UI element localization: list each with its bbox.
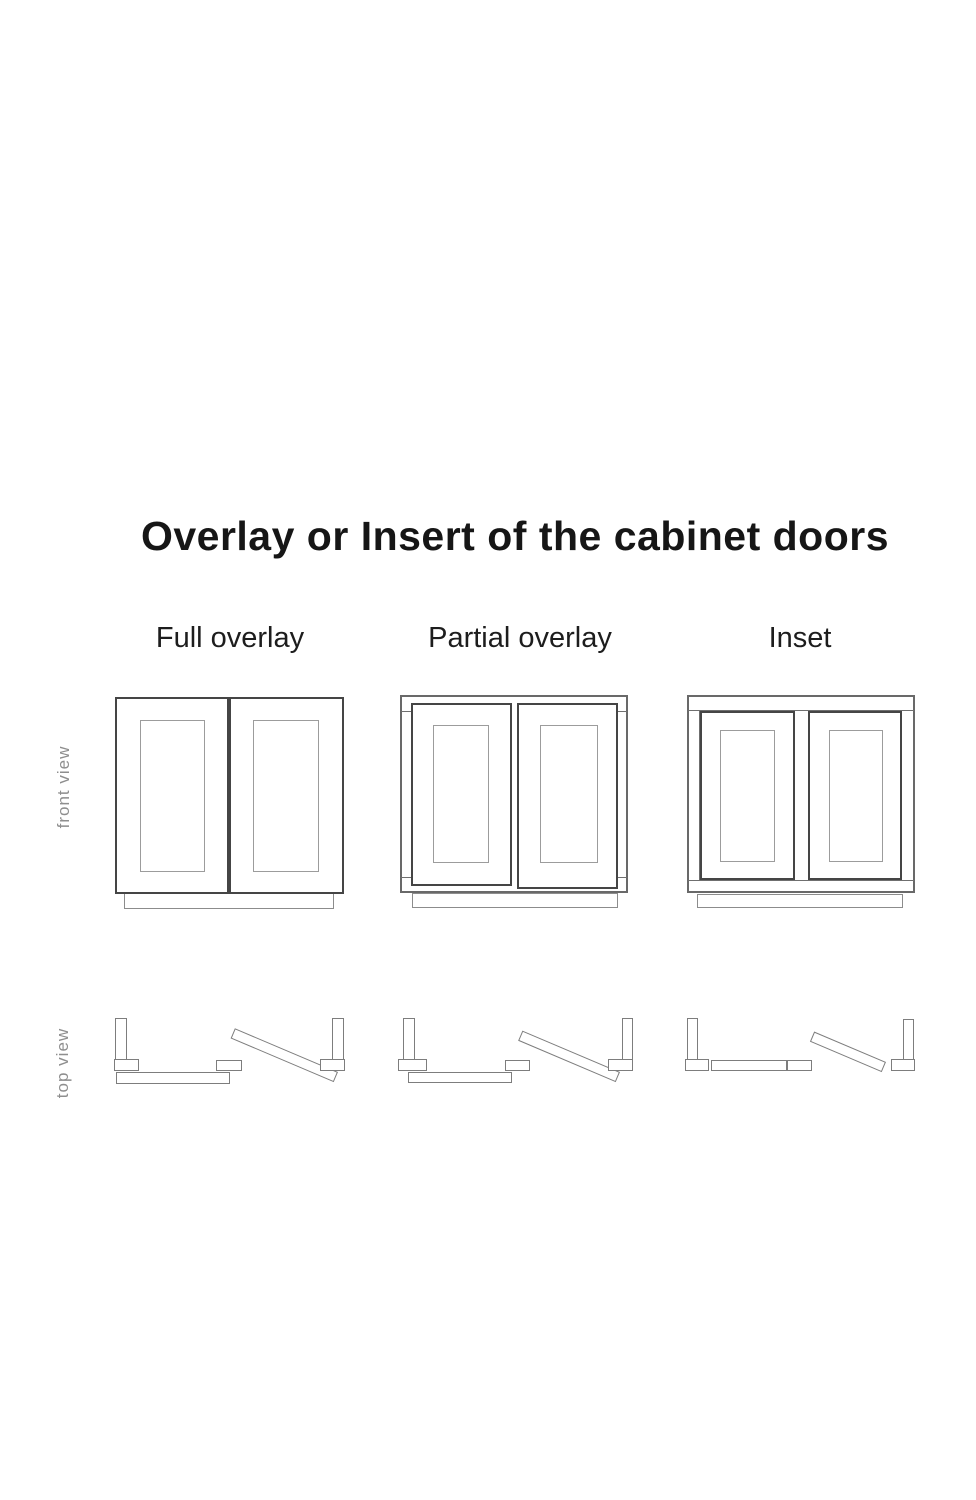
column-label-full-overlay: Full overlay [155, 622, 305, 654]
full-overlay-top-center-frame-stile [216, 1060, 242, 1071]
inset-top-closed-door [711, 1060, 787, 1071]
full-overlay-top-left-frame-stile [114, 1059, 139, 1071]
partial-overlay-top-left-frame-stile [398, 1059, 427, 1071]
full-overlay-left-door-panel [140, 720, 205, 872]
inset-top-right-side-wall [903, 1019, 914, 1061]
full-overlay-top-closed-door [116, 1072, 230, 1084]
inset-top-left-frame-stile [685, 1059, 709, 1071]
inset-right-door-panel [829, 730, 883, 862]
inset-top-open-door [809, 1031, 886, 1073]
partial-overlay-right-door-panel [540, 725, 598, 863]
inset-cabinet-base [697, 894, 903, 908]
inset-frame-left-stile-line [699, 711, 700, 880]
column-label-partial-overlay: Partial overlay [428, 622, 612, 654]
partial-overlay-frame-joint-top-left [401, 711, 412, 712]
inset-frame-bottom-rail-line [688, 880, 914, 881]
full-overlay-top-right-frame-stile [320, 1059, 345, 1071]
partial-overlay-top-closed-door [408, 1072, 512, 1083]
partial-overlay-left-door-panel [433, 725, 489, 863]
partial-overlay-top-right-frame-stile [608, 1059, 633, 1071]
full-overlay-top-open-door [230, 1028, 338, 1083]
partial-overlay-frame-joint-bottom-left [401, 877, 412, 878]
full-overlay-top-left-side-wall [115, 1018, 127, 1062]
partial-overlay-top-right-side-wall [622, 1018, 633, 1061]
full-overlay-top-right-side-wall [332, 1018, 344, 1061]
column-label-inset: Inset [768, 622, 832, 654]
inset-frame-top-rail-line [688, 710, 914, 711]
partial-overlay-frame-joint-top-right [617, 711, 627, 712]
partial-overlay-frame-joint-bottom-right [617, 877, 627, 878]
inset-left-door-panel [720, 730, 775, 862]
inset-top-center-frame-stile [787, 1060, 812, 1071]
full-overlay-right-door-panel [253, 720, 319, 872]
partial-overlay-top-left-side-wall [403, 1018, 415, 1062]
page-title: Overlay or Insert of the cabinet doors [140, 513, 890, 560]
partial-overlay-top-center-frame-stile [505, 1060, 530, 1071]
inset-top-right-frame-stile [891, 1059, 915, 1071]
front-view-row-label: front view [54, 745, 73, 829]
top-view-row-label: top view [53, 1027, 72, 1099]
inset-top-left-side-wall [687, 1018, 698, 1062]
full-overlay-cabinet-base [124, 893, 334, 909]
partial-overlay-cabinet-base [412, 893, 618, 908]
partial-overlay-top-open-door [518, 1030, 620, 1083]
